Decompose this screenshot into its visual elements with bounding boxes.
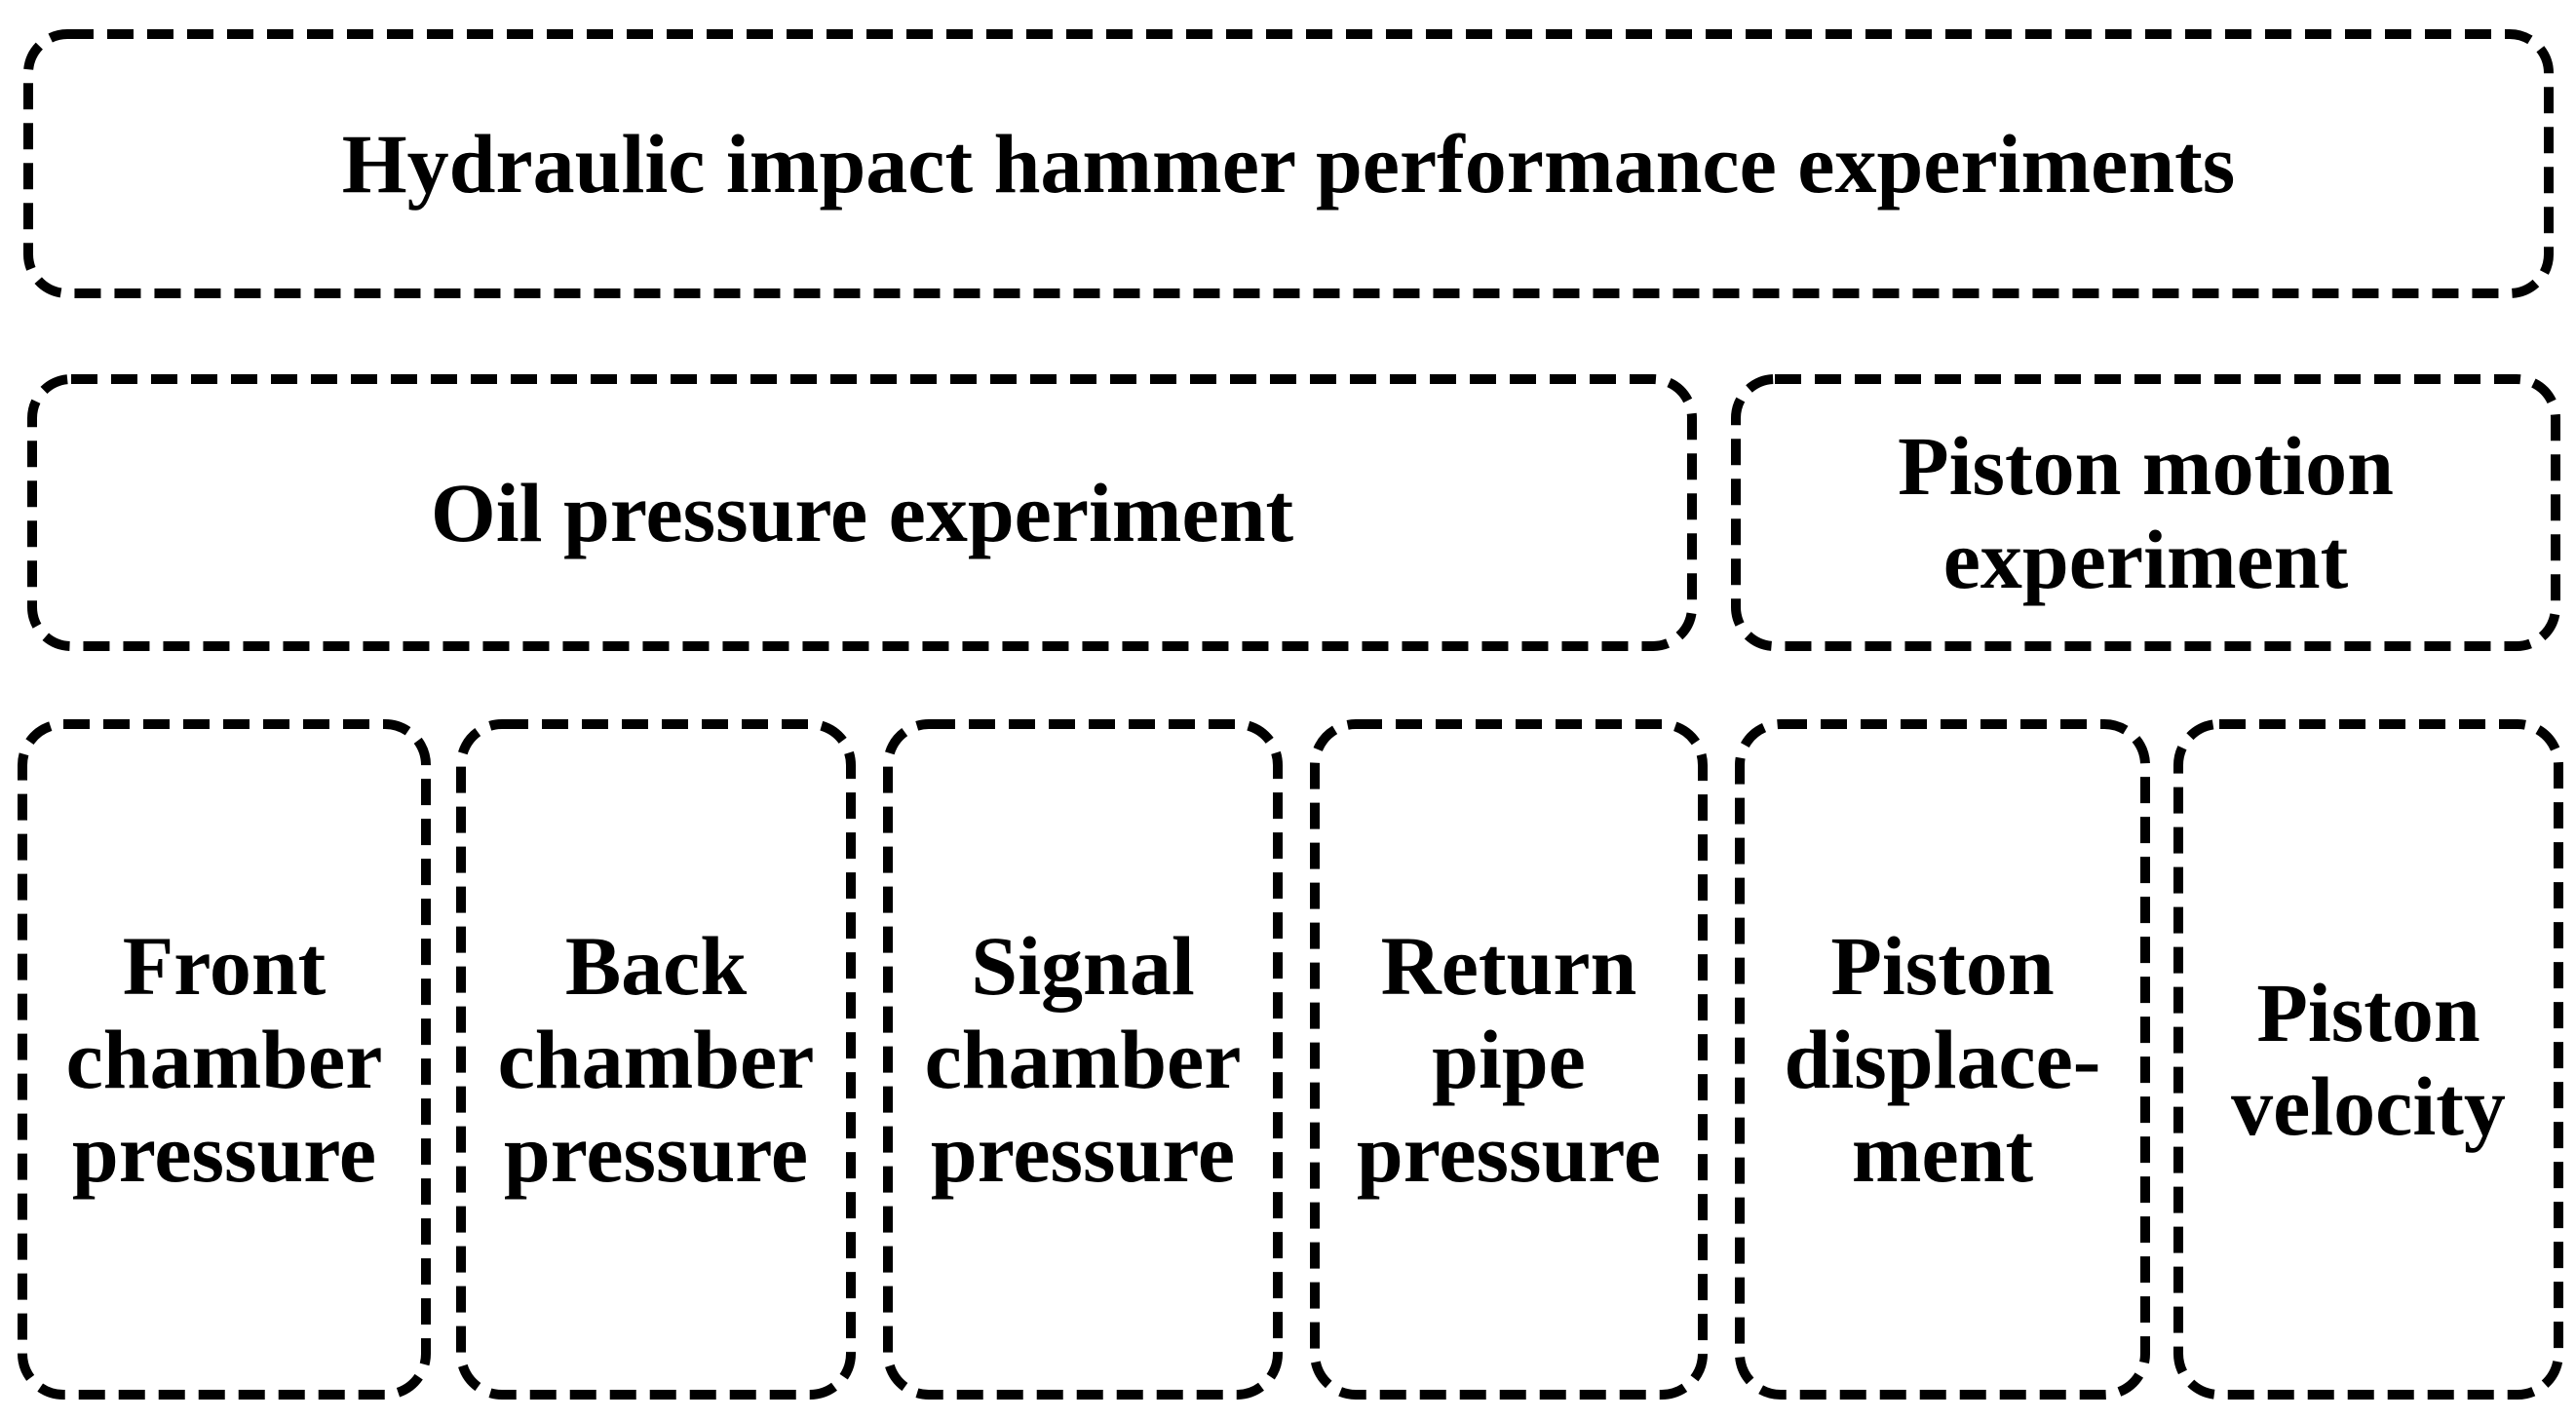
piston-motion-box-border	[1731, 374, 2560, 651]
signal-chamber-pressure-text-line3: pressure	[930, 1106, 1236, 1201]
piston-motion-experiment-box: Piston motion experiment	[1731, 374, 2560, 651]
signal-chamber-pressure-text-line1: Signal	[971, 918, 1195, 1013]
back-chamber-pressure-text-line1: Back	[564, 918, 748, 1013]
title-box-border	[23, 29, 2554, 298]
piston-velocity-box-border	[2173, 719, 2563, 1400]
signal-chamber-pressure-box: Signal chamber pressure	[883, 719, 1283, 1400]
oil-pressure-box-border	[27, 374, 1697, 651]
back-chamber-pressure-text-line3: pressure	[503, 1106, 809, 1201]
oil-pressure-experiment-box: Oil pressure experiment	[27, 374, 1697, 651]
back-chamber-pressure-box-border	[456, 719, 856, 1400]
piston-displacement-text-line2: displace-	[1784, 1012, 2101, 1106]
title-text: Hydraulic impact hammer performance expe…	[341, 116, 2236, 211]
signal-chamber-pressure-box-border	[883, 719, 1283, 1400]
piston-velocity-box: Piston velocity	[2173, 719, 2563, 1400]
return-pipe-pressure-text-line2: pipe	[1432, 1012, 1586, 1106]
front-chamber-pressure-text-line1: Front	[122, 918, 327, 1013]
return-pipe-pressure-text-line1: Return	[1380, 918, 1637, 1013]
piston-displacement-text-line1: Piston	[1830, 918, 2055, 1013]
piston-displacement-box: Piston displace- ment	[1735, 719, 2150, 1400]
front-chamber-pressure-text-line3: pressure	[71, 1106, 377, 1201]
front-chamber-pressure-box: Front chamber pressure	[18, 719, 431, 1400]
piston-displacement-text-line3: ment	[1851, 1106, 2034, 1201]
back-chamber-pressure-text-line2: chamber	[497, 1012, 815, 1106]
piston-displacement-box-border	[1735, 719, 2150, 1400]
piston-motion-experiment-text-line1: Piston motion	[1898, 418, 2394, 513]
return-pipe-pressure-box: Return pipe pressure	[1310, 719, 1708, 1400]
title-box: Hydraulic impact hammer performance expe…	[23, 29, 2554, 298]
piston-velocity-text-line1: Piston	[2256, 965, 2480, 1059]
front-chamber-pressure-text-line2: chamber	[65, 1012, 383, 1106]
piston-velocity-text-line2: velocity	[2231, 1059, 2506, 1153]
return-pipe-pressure-box-border	[1310, 719, 1708, 1400]
return-pipe-pressure-text-line3: pressure	[1356, 1106, 1662, 1201]
oil-pressure-experiment-text: Oil pressure experiment	[430, 465, 1294, 559]
signal-chamber-pressure-text-line2: chamber	[924, 1012, 1242, 1106]
piston-motion-experiment-text-line2: experiment	[1942, 513, 2349, 606]
front-chamber-pressure-box-border	[18, 719, 431, 1400]
back-chamber-pressure-box: Back chamber pressure	[456, 719, 856, 1400]
